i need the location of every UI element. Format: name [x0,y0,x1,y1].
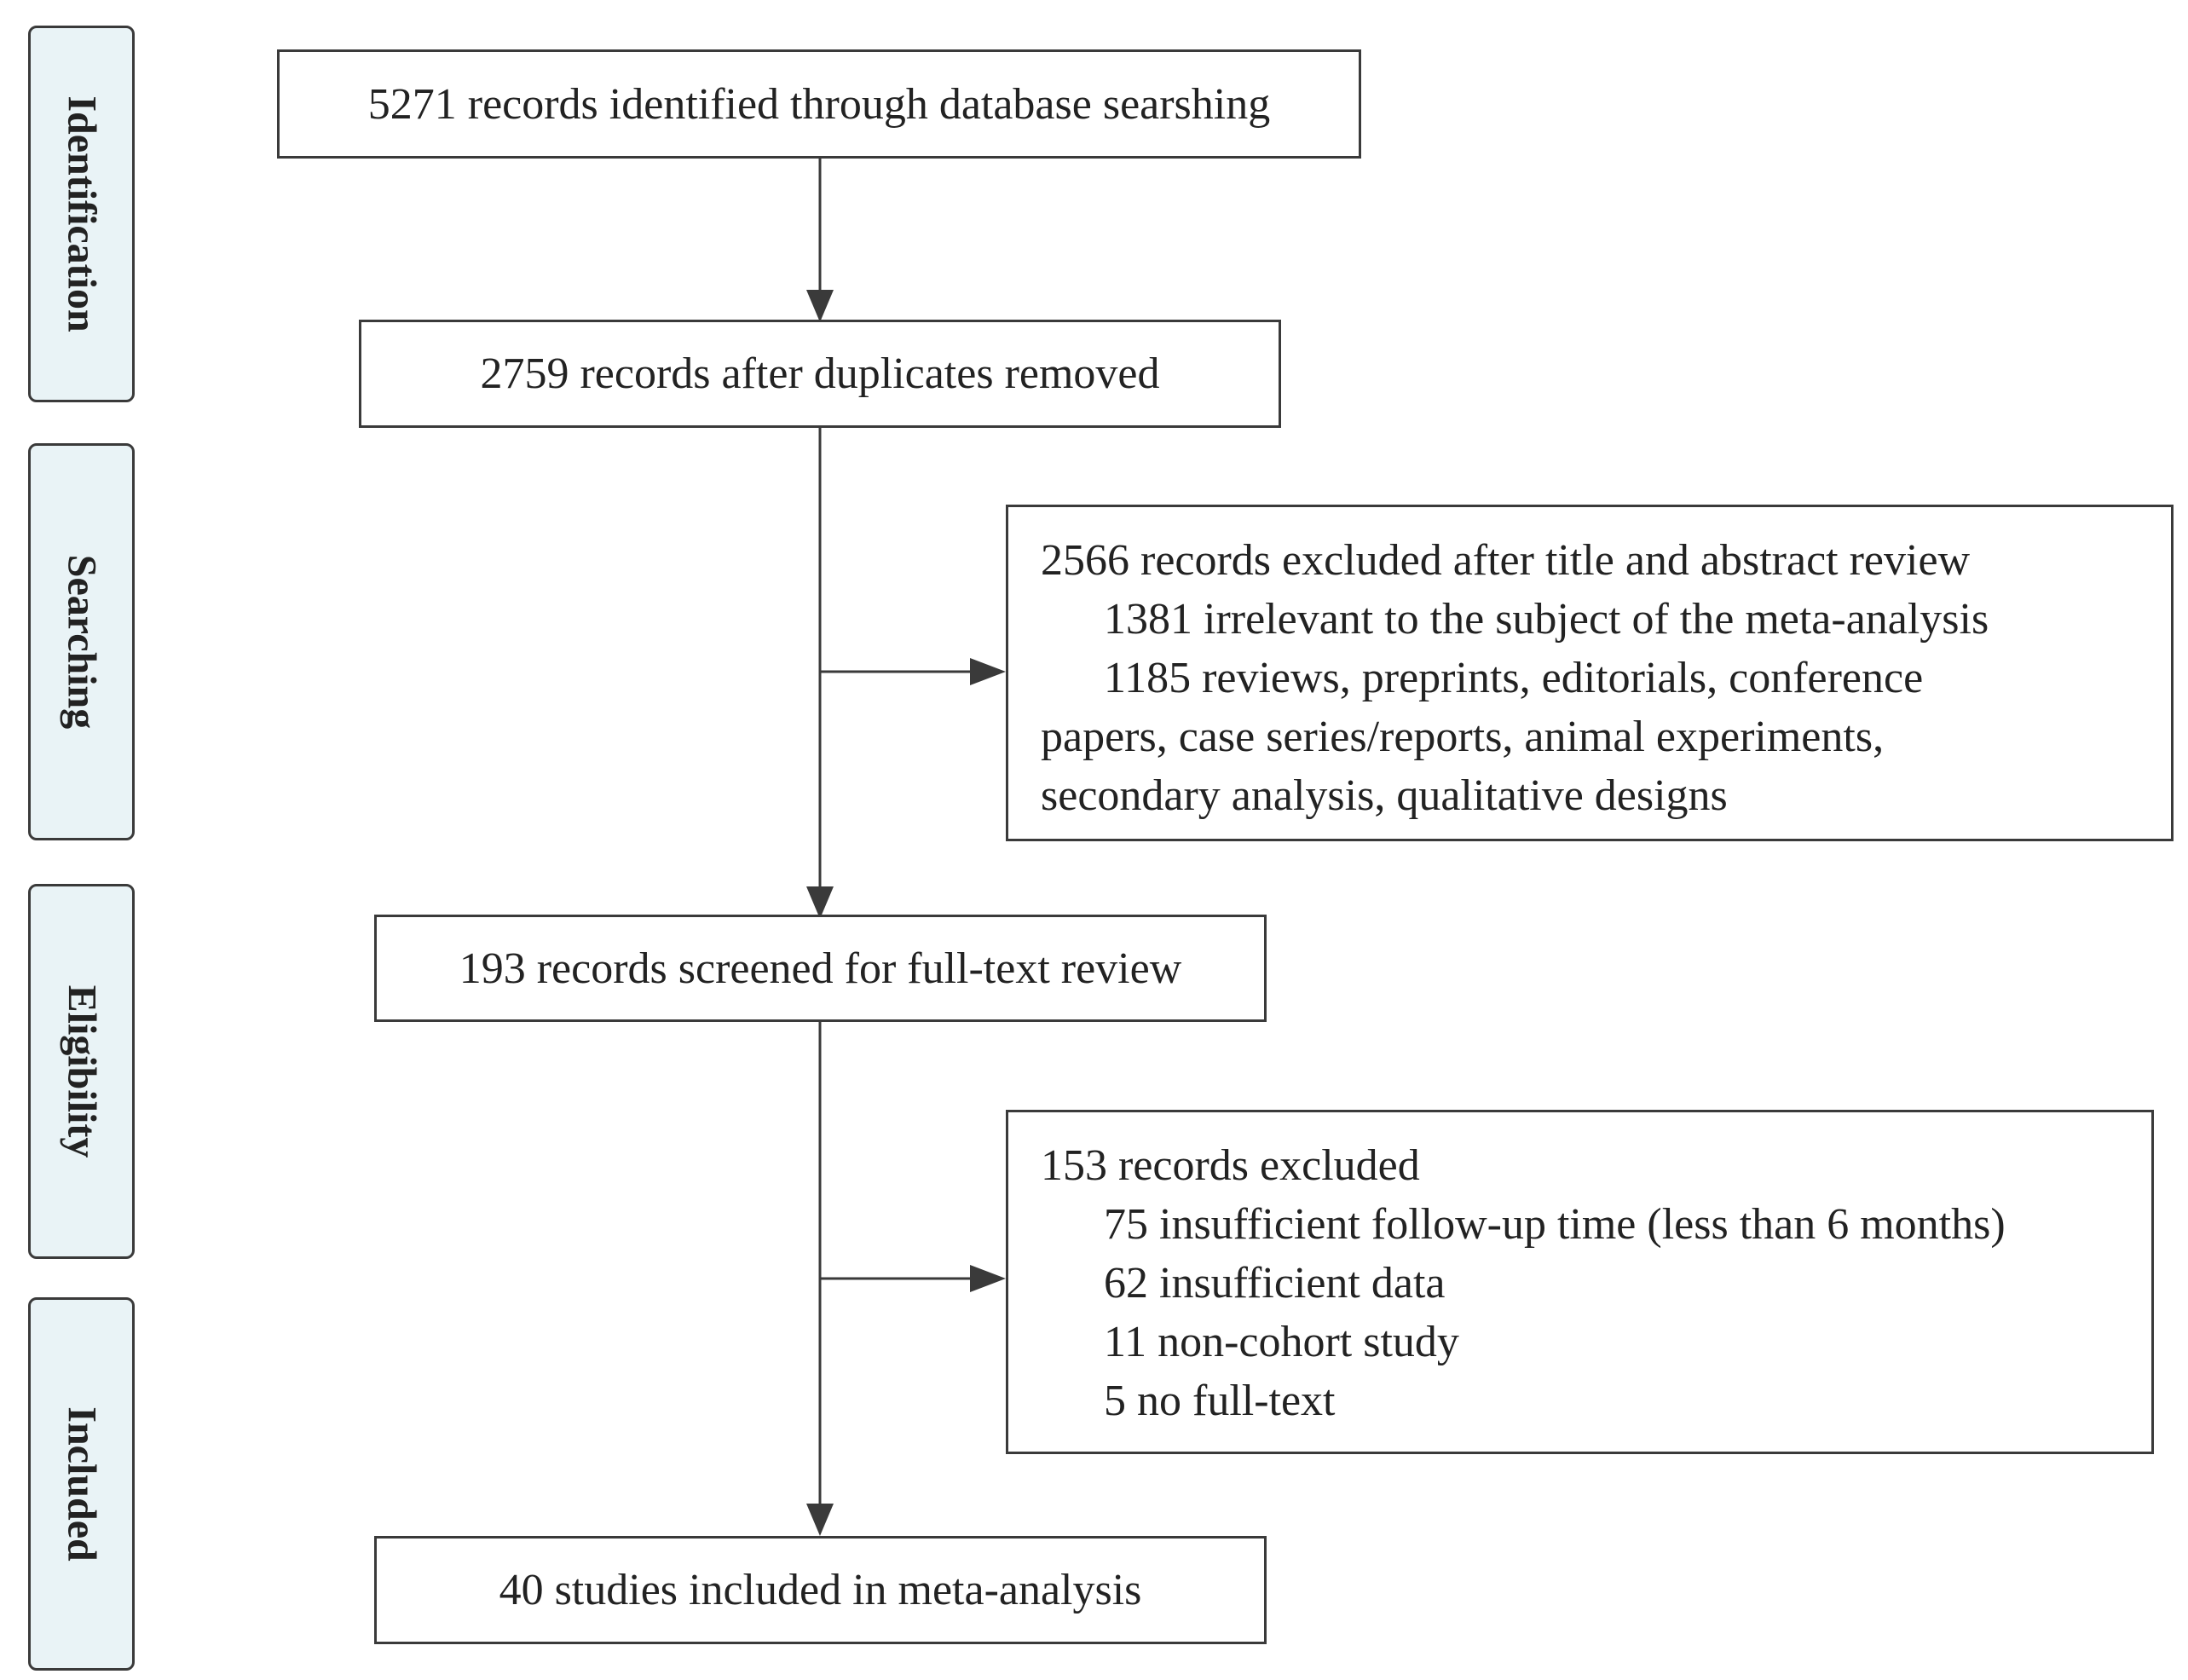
fulltext-exclusion-item: 11 non-cohort study [1104,1318,1459,1366]
identified-text: 5271 records identified through database… [367,79,1271,129]
title-abstract-exclusion-box: 2566 records excluded after title and ab… [1006,505,2174,841]
title-exclusion-item-continued: secondary analysis, qualitative designs [1041,771,1728,820]
deduplicated-text: 2759 records after duplicates removed [480,349,1160,398]
stage-identification: Identification [28,26,135,402]
fulltext-exclusion-header: 153 records excluded [1041,1141,1420,1190]
fulltext-exclusion-item: 75 insufficient follow-up time (less tha… [1104,1200,2006,1249]
included-box: 40 studies included in meta-analysis [374,1536,1267,1644]
included-text: 40 studies included in meta-analysis [499,1566,1142,1614]
arrowhead-title-exclusion [970,658,1006,685]
title-exclusion-header: 2566 records excluded after title and ab… [1041,536,1971,585]
screened-text: 193 records screened for full-text revie… [459,944,1182,993]
stage-included: Included [28,1297,135,1671]
arrowhead-fulltext-exclusion [970,1265,1006,1292]
title-exclusion-item: 1381 irrelevant to the subject of the me… [1104,595,1989,644]
arrowhead-screened [806,886,834,919]
fulltext-exclusion-item: 62 insufficient data [1104,1259,1446,1308]
deduplicated-box: 2759 records after duplicates removed [359,320,1281,428]
arrowhead-included [806,1504,834,1536]
title-exclusion-item-continued: papers, case series/reports, animal expe… [1041,713,1885,761]
arrowhead-deduplicated [806,290,834,322]
full-text-exclusion-box: 153 records excluded 75 insufficient fol… [1006,1110,2154,1454]
identified-box: 5271 records identified through database… [277,49,1361,159]
stage-searching: Searching [28,443,135,840]
stage-eligibility: Eligibility [28,884,135,1259]
screened-box: 193 records screened for full-text revie… [374,915,1267,1022]
fulltext-exclusion-item: 5 no full-text [1104,1377,1336,1425]
title-exclusion-item: 1185 reviews, preprints, editorials, con… [1104,654,1924,702]
